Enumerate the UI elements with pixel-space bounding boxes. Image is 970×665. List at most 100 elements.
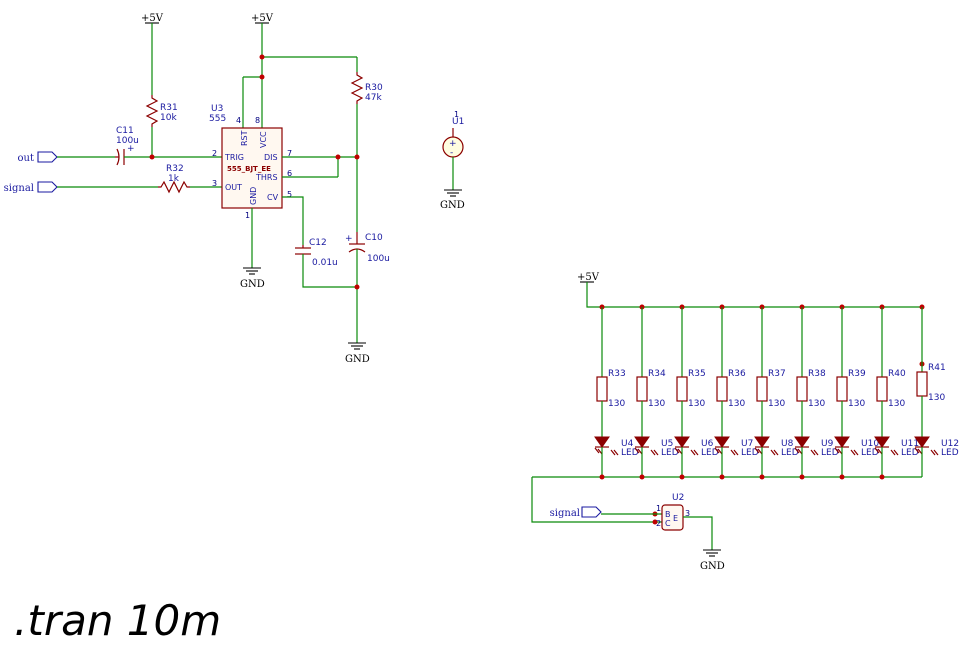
led-diode-u8 [754,436,770,448]
led-ray-icon [597,448,603,455]
led-ray-icon [893,449,899,456]
led-ray-icon [637,448,643,455]
resistor-r31: R31 10k [145,95,178,127]
c11-ref: C11 [116,126,134,136]
u1-minus: - [450,148,453,158]
led-ref: U8 [781,439,794,449]
resistor-r39 [836,376,848,402]
r32-ref: R32 [166,164,184,174]
pin-num-rst: 4 [236,116,241,125]
ground-symbol-u2: GND [700,549,725,572]
led-ray-icon [930,449,936,456]
led-ray-icon [594,447,600,454]
led-diode-u12 [914,436,930,448]
pin-rst-label: RST [240,130,249,146]
led-ray-icon [714,447,720,454]
led-ray-icon [717,448,723,455]
r30-value: 47k [365,93,382,103]
vcc-symbol-r31: +5V [141,13,164,95]
pin-dis-label: DIS [264,153,278,162]
spice-directive[interactable]: .tran 10m [14,596,222,645]
capacitor-c11: + C11 100u [115,126,139,166]
led-ray-icon [770,449,776,456]
resistor-r37 [756,376,768,402]
net-flag-signal-timer[interactable]: signal [4,181,58,194]
pin-trig-label: TRIG [224,153,244,162]
c10-value: 100u [367,254,390,264]
junction [259,54,265,60]
led-ray-icon [674,447,680,454]
vcc-label: +5V [141,13,164,24]
resistor-r36 [716,376,728,402]
collector-wire [531,477,667,523]
timer-555-ic[interactable]: U3 555 555_BJT_EE TRIG OUT DIS THRS CV R… [209,104,292,220]
r31-value: 10k [160,113,177,123]
u2-pin-e: 3 [685,509,690,518]
u2-pin-c: 2 [656,519,661,528]
u1-plus: + [449,139,457,149]
gnd-label: GND [240,279,265,290]
u3-ref: U3 [211,104,223,114]
led-ref: U11 [901,439,919,449]
resistor-ref: R36 [728,369,746,379]
led-ref: U4 [621,439,634,449]
led-ref: U10 [861,439,879,449]
resistor-ref: R39 [848,369,866,379]
vcc-symbol-led-bank: +5V [577,272,600,283]
resistor-value: 130 [648,399,665,409]
led-ref: U5 [661,439,673,449]
led-ray-icon [890,449,896,456]
junction [759,474,765,480]
led-ray-icon [754,447,760,454]
resistor-value: 130 [848,399,865,409]
resistor-r35 [676,376,688,402]
net-label-out: out [18,153,34,164]
ground-symbol-c10: GND [345,342,370,365]
resistor-value: 130 [888,399,905,409]
net-flag-signal-led[interactable]: signal [550,506,602,519]
led-ray-icon [917,448,923,455]
c12-gnd-wire [302,254,357,288]
led-ray-icon [634,447,640,454]
resistor-r34 [636,376,648,402]
led-ray-icon [797,448,803,455]
led-diode-u11 [874,436,890,448]
net-label-signal: signal [4,183,34,194]
led-ray-icon [810,449,816,456]
junction [679,474,685,480]
led-ref: U6 [701,439,714,449]
led-diode-u5 [634,436,650,448]
vcc-label: +5V [577,272,600,283]
resistor-r30: R30 47k [350,72,383,104]
pin-num-cv: 5 [287,190,292,199]
junction [639,474,645,480]
pin-num-dis: 7 [287,149,292,158]
led-value: LED [661,448,679,458]
transistor-u2[interactable]: U2 B C E 1 2 3 [656,493,690,531]
r32-value: 1k [168,174,180,184]
resistor-ref: R34 [648,369,666,379]
net-flag-out[interactable]: out [18,151,58,164]
c11-value: 100u [116,136,139,146]
led-diode-u6 [674,436,690,448]
junction [799,474,805,480]
led-ray-icon [837,448,843,455]
u2-base-label: B [665,510,671,519]
led-ray-icon [650,449,656,456]
resistor-r32: R32 1k [158,164,190,194]
led-value: LED [821,448,839,458]
capacitor-c12: C12 0.01u [295,238,338,268]
led-ray-icon [874,447,880,454]
vcc-symbol-u3: +5V [251,13,274,128]
voltage-source-u1[interactable]: 1 U1 + - GND [440,110,465,211]
r31-ref: R31 [160,103,178,113]
pin-num-trig: 2 [212,149,217,158]
u3-value: 555 [209,114,226,124]
led-ref: U9 [821,439,834,449]
led-ray-icon [834,447,840,454]
resistor-r38 [796,376,808,402]
resistor-r33 [596,376,608,402]
vcc-label: +5V [251,13,274,24]
pin-out-label: OUT [225,183,242,192]
